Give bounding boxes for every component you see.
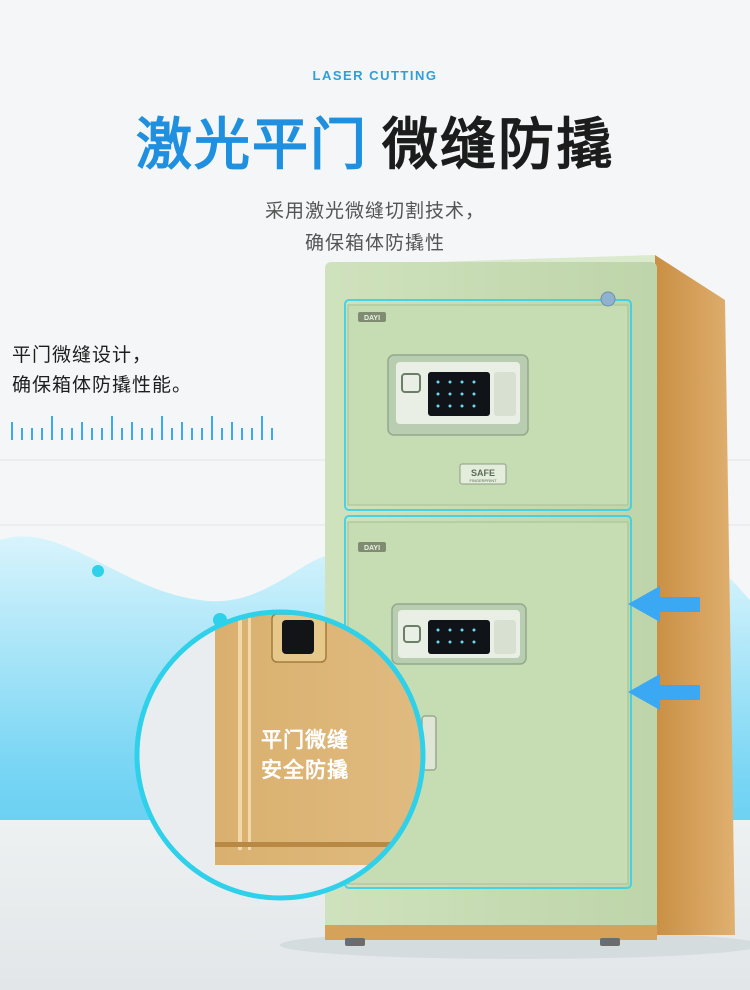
wave-dot (92, 565, 104, 577)
zoom-callout-line: 安全防撬 (261, 758, 349, 782)
arrow-left-icon (628, 586, 700, 622)
safe-side-panel (655, 255, 735, 935)
title-rest: 微缝防撬 (382, 113, 614, 178)
zoom-callout-line: 平门微缝 (261, 728, 349, 752)
safe: DAYI DAYI SAFE FINGERPRINT (280, 255, 750, 959)
nameplate-text: SAFE (471, 468, 495, 478)
eyebrow-label: LASER CUTTING (312, 68, 438, 83)
side-note-line: 平门微缝设计， (12, 344, 153, 366)
keypad-icon (391, 603, 527, 665)
brand-badge-upper (358, 312, 386, 322)
ruler-ticks (11, 416, 273, 440)
brand-badge-text: DAYI (364, 315, 380, 322)
nameplate-sub-text: FINGERPRINT (469, 478, 497, 483)
subtitle-line: 采用激光微缝切割技术， (264, 200, 485, 222)
title-highlight: 激光平门 (136, 113, 368, 178)
subtitle-line: 确保箱体防撬性 (304, 232, 445, 254)
keypad-icon (387, 354, 529, 436)
safe-nameplate (459, 463, 507, 485)
zoom-callout (134, 609, 426, 901)
page-title: 激光平门微缝防撬 (0, 100, 750, 181)
arrow-left-icon (628, 674, 700, 710)
brand-badge-text: DAYI (364, 545, 380, 552)
brand-badge-lower (358, 542, 386, 552)
laser-seam-upper (344, 299, 632, 511)
round-logo-icon (600, 291, 616, 307)
side-note-line: 确保箱体防撬性能。 (12, 374, 193, 396)
